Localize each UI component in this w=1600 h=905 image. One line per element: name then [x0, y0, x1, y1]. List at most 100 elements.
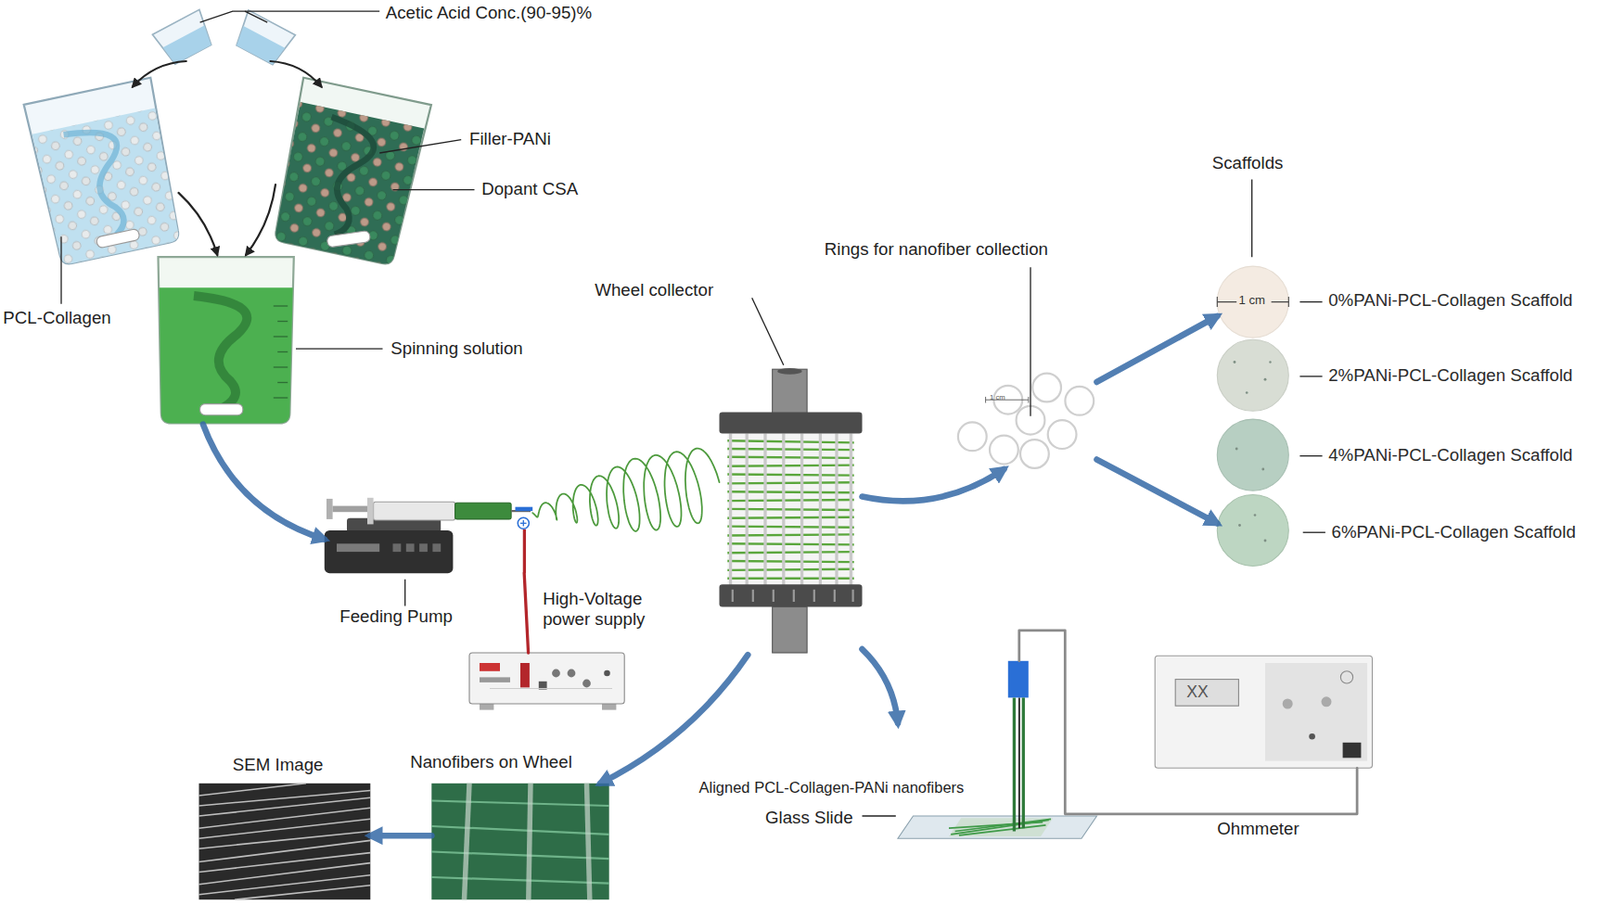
acetic-acid-cups-part — [230, 10, 295, 68]
leader-lines-part — [1299, 455, 1322, 457]
scale-bar-part — [985, 396, 986, 404]
wire-connector — [1019, 630, 1357, 815]
sem-image-part-part — [199, 832, 372, 850]
collection-rings-part — [1032, 373, 1062, 403]
acetic-acid-cups-part-part — [152, 9, 217, 67]
node-label: PCL-Collagen — [2, 307, 111, 329]
wheel-collector-part — [732, 589, 854, 602]
acetic-acid-cups-part — [200, 11, 381, 23]
text-label: Scaffolds — [1212, 153, 1284, 174]
sem-image-part-part — [199, 819, 372, 839]
scaffold-discs-part — [1216, 339, 1289, 411]
scaffold-discs-part-part — [1216, 296, 1218, 308]
spinning-solution-beaker-part-part — [277, 351, 288, 353]
collection-rings-part — [1048, 420, 1077, 449]
collection-rings-part — [1020, 439, 1050, 469]
leader-lines-part — [1299, 301, 1322, 303]
leader-line — [60, 236, 62, 305]
node-label: Spinning solution — [390, 338, 523, 359]
pani-beaker-part — [270, 102, 424, 267]
spinning-solution-beaker-part-part — [277, 382, 288, 384]
power-supply-part — [479, 677, 511, 683]
wheel-collector-part-part — [834, 434, 838, 588]
node-label: 6%PANi-PCL-Collagen Scaffold — [1331, 522, 1576, 543]
sem-image-part-part — [199, 875, 372, 896]
spinning-solution-beaker-part — [273, 306, 288, 398]
spinning-solution-beaker-part — [200, 404, 244, 416]
node-label: Rings for nanofiber collection — [824, 240, 1049, 261]
ohmmeter-part — [1343, 742, 1362, 759]
spinning-solution-beaker-part-part — [277, 320, 288, 322]
scaffold-discs — [1216, 266, 1289, 566]
pcl-collagen-beaker-part — [64, 124, 136, 242]
ohmmeter — [1154, 655, 1372, 768]
scaffold-discs-part — [1233, 360, 1272, 542]
scaffold-discs-part — [1216, 266, 1289, 338]
sem-image-part-part — [199, 840, 372, 862]
power-supply-part — [479, 663, 500, 672]
leader-line — [379, 140, 461, 154]
acetic-acid-cups-part-part — [233, 25, 285, 66]
wheel-photo-part — [431, 783, 609, 900]
wheel-collector-part-part — [849, 434, 853, 588]
scaffold-discs-part-part — [1288, 296, 1290, 308]
node-label: 1 cm — [989, 394, 1006, 403]
pcl-collagen-beaker-part — [95, 228, 141, 248]
scaffold-discs-part-part — [1261, 468, 1265, 472]
syringe-pump-part — [432, 543, 441, 552]
pani-beaker-part — [268, 77, 432, 268]
sem-image-part-part — [199, 807, 372, 829]
node-label: 0%PANi-PCL-Collagen Scaffold — [1328, 291, 1573, 312]
power-supply — [469, 652, 625, 711]
syringe-pump: Feeding Pump — [324, 498, 533, 574]
acetic-acid-cups — [152, 9, 380, 67]
node-label: Acetic Acid Conc.(90-95)% — [385, 2, 592, 24]
pcl-collagen-beaker — [24, 77, 186, 267]
wheel-collector-part-part — [800, 434, 804, 588]
sem-image-part-part — [199, 853, 372, 873]
wheel-collector-part — [727, 431, 854, 587]
node-label: XX — [1186, 683, 1208, 703]
scaffold-discs-part-part — [1233, 360, 1237, 364]
wheel-collector-part-part — [833, 589, 836, 602]
wheel-collector-part-part — [752, 589, 755, 602]
node-label: Ohmmeter — [1216, 819, 1299, 840]
pani-beaker-part — [307, 116, 379, 239]
scaffold-discs-part — [1216, 495, 1289, 567]
syringe-pump-part — [515, 507, 534, 512]
spinning-solution-beaker-part-part — [273, 335, 288, 337]
scaffold-discs-part-part — [1264, 378, 1268, 382]
syringe-pump-part — [393, 543, 402, 552]
wheel-photo — [431, 783, 609, 900]
node-label: Nanofibers on Wheel — [409, 753, 573, 774]
sem-image-part-part — [234, 885, 371, 900]
node-label: 2%PANi-PCL-Collagen Scaffold — [1328, 366, 1573, 387]
power-supply-part — [551, 669, 561, 679]
ohmmeter-part — [1154, 655, 1372, 768]
ohmmeter-part — [1175, 679, 1239, 707]
power-supply-part — [603, 670, 611, 678]
wheel-collector-part — [730, 434, 852, 588]
spinning-solution-beaker — [158, 256, 295, 423]
collection-rings-part — [958, 422, 987, 451]
wheel-photo-part-part — [431, 852, 609, 860]
scaffold-discs-part — [1236, 293, 1271, 312]
power-supply: High-Voltage power supply — [469, 652, 625, 706]
spinning-solution-beaker-part-part — [273, 366, 288, 368]
pcl-collagen-beaker-part — [32, 108, 184, 267]
node-label: Wheel collector — [594, 281, 714, 302]
ohmmeter-part — [1321, 696, 1332, 707]
collection-rings-part — [1064, 386, 1094, 416]
fiber-jet — [532, 448, 719, 532]
wheel-collector: Wheel collector — [719, 367, 863, 655]
collection-rings — [958, 373, 1094, 469]
node-label: Glass Slide — [765, 807, 854, 829]
leader-lines-part — [1303, 532, 1326, 534]
power-supply-part — [520, 663, 530, 688]
acetic-acid-cups-part-part — [163, 25, 215, 65]
beaker: PCL-Collagen — [25, 87, 180, 251]
acetic-acid-cups-part — [152, 9, 217, 67]
